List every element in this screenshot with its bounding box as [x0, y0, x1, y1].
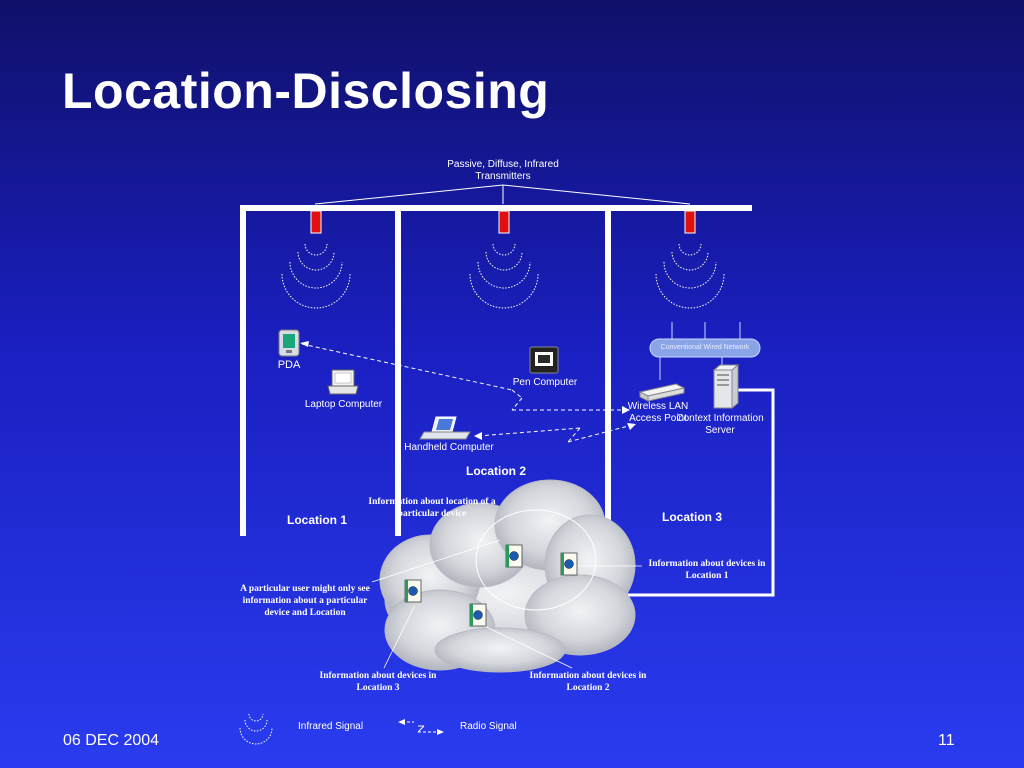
handheld-computer-label: Handheld Computer	[404, 442, 494, 453]
cloud-highlight-ellipse	[475, 509, 597, 611]
legend-infrared-icon	[239, 713, 273, 745]
arrowhead-ap-2	[627, 423, 636, 430]
annotation-info-location-2: Information about devices in Location 2	[529, 671, 647, 693]
annotation-leaders	[371, 539, 642, 669]
slide-title: Location-Disclosing	[62, 63, 550, 119]
location-2-label: Location 2	[466, 464, 527, 478]
arrowhead-handheld	[474, 432, 482, 440]
pda-label: PDA	[277, 359, 301, 371]
arrowhead-ap-1	[622, 406, 630, 414]
arrowhead-pda	[300, 341, 309, 347]
wireless-access-point-icon	[638, 383, 686, 402]
location-3-label: Location 3	[662, 510, 723, 524]
annotation-info-location-1: Information about devices in Location 1	[648, 559, 766, 581]
radio-signals	[301, 343, 633, 443]
document-icon-2	[560, 552, 578, 576]
wired-network-label: Conventional Wired Network	[660, 344, 750, 351]
legend-radio-icon	[402, 721, 440, 733]
building-walls	[240, 205, 752, 540]
transmitter-1	[310, 210, 322, 234]
legend-radio-arrowheads	[398, 719, 444, 735]
document-icon-3	[404, 579, 422, 603]
infrared-signal-2	[469, 243, 539, 309]
pen-computer-icon	[529, 346, 559, 374]
wired-network-pipe	[649, 322, 761, 380]
pda-icon	[278, 329, 300, 357]
infrared-signal-3	[655, 243, 725, 309]
document-icon-4	[469, 603, 487, 627]
page-number: 11	[938, 732, 955, 749]
annotation-location-of-device: Information about location of a particul…	[368, 497, 496, 519]
wireless-lan-label: Wireless LAN Access Point	[627, 401, 689, 424]
footer-date: 06 DEC 2004	[63, 732, 160, 749]
context-server-label: Context Information Server	[676, 413, 764, 436]
transmitter-leaders	[314, 184, 691, 205]
transmitters-label: Passive, Diffuse, Infrared Transmitters	[447, 159, 559, 182]
laptop-label: Laptop Computer	[304, 399, 383, 410]
server-icon	[712, 363, 740, 410]
server-to-cloud-wire	[615, 388, 775, 597]
location-1-label: Location 1	[287, 513, 348, 527]
annotation-info-location-3: Information about devices in Location 3	[319, 671, 437, 693]
handheld-computer-icon	[419, 416, 471, 440]
infrared-transmitters	[310, 210, 696, 234]
legend-radio-label: Radio Signal	[460, 721, 517, 732]
legend-infrared-label: Infrared Signal	[298, 721, 364, 732]
laptop-icon	[327, 369, 359, 395]
document-icon-1	[505, 544, 523, 568]
annotation-user-sees: A particular user might only see informa…	[240, 584, 370, 618]
infrared-signal-1	[281, 243, 351, 309]
pen-computer-label: Pen Computer	[512, 377, 578, 388]
transmitter-2	[498, 210, 510, 234]
radio-arrowheads	[300, 341, 636, 440]
transmitter-3	[684, 210, 696, 234]
